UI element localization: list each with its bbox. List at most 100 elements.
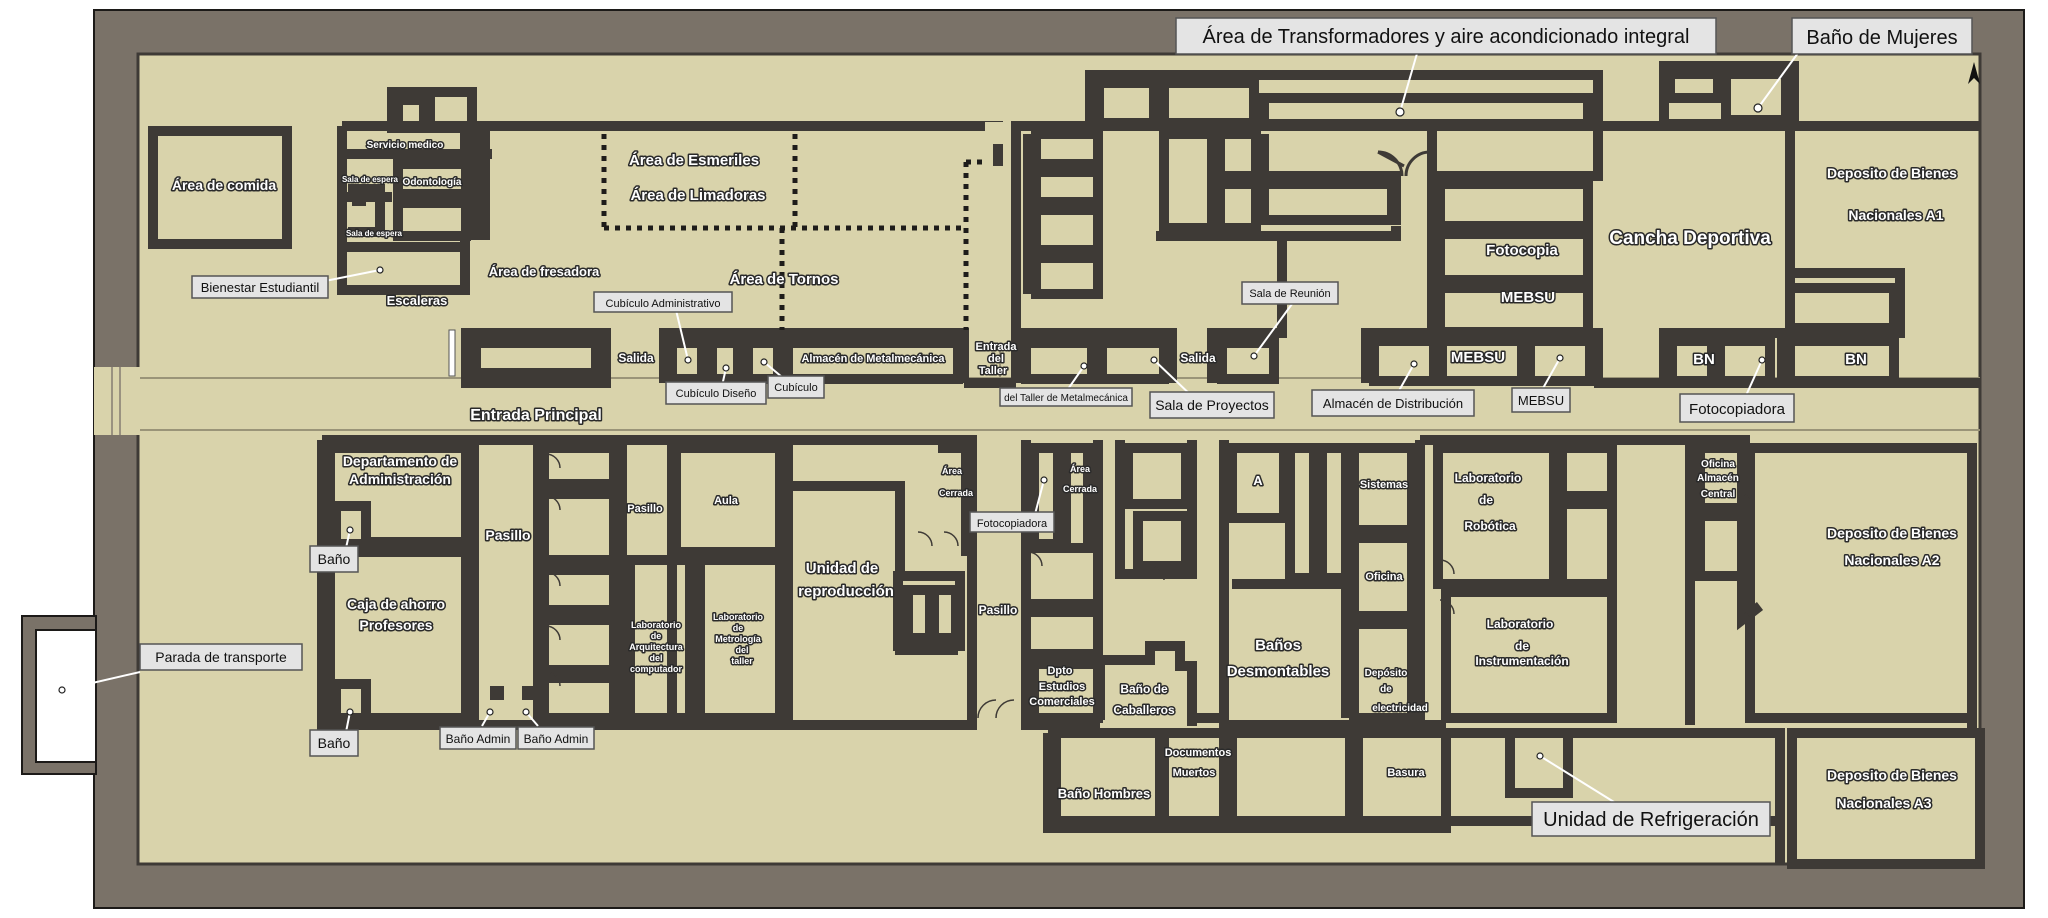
- label-banos-desm-2: Desmontables: [1227, 663, 1330, 680]
- label-lab-arq-3: Arquitectura: [629, 642, 684, 652]
- label-lab-arq-2: de: [651, 631, 662, 641]
- tag-mebsu: MEBSU: [1511, 387, 1571, 413]
- label-deposito-elec-2: de: [1380, 684, 1392, 695]
- north-block-walls: [148, 61, 1980, 388]
- label-mebsu-2: MEBSU: [1451, 349, 1505, 366]
- label-lab-met-2: de: [733, 623, 744, 633]
- label-deposito-a1-1: Deposito de Bienes: [1827, 165, 1957, 181]
- room-labels: Área de comida Servicio medico Sala de e…: [170, 139, 1958, 813]
- label-depto-admin-2: Administración: [349, 471, 451, 487]
- label-salida-1: Salida: [618, 351, 654, 365]
- tag-transformadores: Área de Transformadores y aire acondicio…: [1175, 17, 1717, 55]
- svg-text:Área de Transformadores y aire: Área de Transformadores y aire acondicio…: [1203, 25, 1690, 48]
- tag-parada: Parada de transporte: [139, 643, 303, 671]
- label-pasillo-3: Pasillo: [979, 603, 1018, 617]
- tag-cubiculo: Cubículo: [767, 375, 825, 399]
- svg-text:Bienestar Estudiantil: Bienestar Estudiantil: [201, 280, 320, 295]
- label-almacen-metalmecanica: Almacén de Metalmecánica: [801, 353, 945, 365]
- label-lab-inst-1: Laboratorio: [1487, 617, 1554, 631]
- tag-del-taller: del Taller de Metalmecánica: [999, 387, 1133, 407]
- svg-text:Unidad de Refrigeración: Unidad de Refrigeración: [1543, 809, 1759, 831]
- svg-text:del Taller de Metalmecánica: del Taller de Metalmecánica: [1004, 393, 1128, 404]
- south-block-walls: [317, 435, 1985, 869]
- label-area-limadoras: Área de Limadoras: [630, 187, 765, 204]
- label-area-cerrada-1b: Cerrada: [939, 488, 974, 498]
- label-lab-arq-4: del: [649, 653, 662, 663]
- label-entrada-taller-3: Taller: [979, 365, 1008, 377]
- svg-text:Fotocopiadora: Fotocopiadora: [977, 518, 1048, 530]
- label-area-cerrada-2b: Cerrada: [1063, 484, 1098, 494]
- label-lab-rob-1: Laboratorio: [1455, 471, 1522, 485]
- label-escaleras: Escaleras: [387, 293, 448, 308]
- label-entrada-taller-1: Entrada: [976, 341, 1018, 353]
- label-depto-admin-1: Departamento de: [343, 453, 458, 469]
- svg-text:Baño Admin: Baño Admin: [524, 732, 589, 746]
- label-deposito-a3-1: Deposito de Bienes: [1827, 767, 1957, 783]
- label-banos-desm-1: Baños: [1255, 637, 1301, 654]
- tag-sala-reunion: Sala de Reunión: [1241, 281, 1339, 305]
- svg-text:Baño de Mujeres: Baño de Mujeres: [1806, 27, 1957, 49]
- label-deposito-a3-2: Nacionales A3: [1836, 795, 1931, 811]
- callout-tags: Área de Transformadores y aire acondicio…: [139, 17, 1973, 837]
- label-area-fresadora: Área de fresadora: [489, 264, 600, 279]
- label-lab-inst-2: de: [1515, 639, 1529, 653]
- label-unidad-rep-1: Unidad de: [806, 560, 879, 577]
- tag-cubiculo-diseno: Cubículo Diseño: [665, 381, 767, 405]
- label-lab-arq-5: computador: [630, 664, 682, 674]
- label-lab-met-3: Metrología: [715, 634, 761, 644]
- label-caja-2: Profesores: [359, 617, 432, 633]
- svg-text:Parada de transporte: Parada de transporte: [155, 649, 287, 665]
- tag-bano-admin-1: Baño Admin: [439, 726, 517, 750]
- label-fotocopia: Fotocopia: [1486, 242, 1558, 259]
- svg-text:Almacén de Distribución: Almacén de Distribución: [1323, 396, 1463, 411]
- tag-sala-proyectos: Sala de Proyectos: [1149, 391, 1275, 419]
- tag-refrigeracion: Unidad de Refrigeración: [1531, 801, 1771, 837]
- label-deposito-a2-1: Deposito de Bienes: [1827, 525, 1957, 541]
- label-sala-espera-1: Sala de espera: [342, 175, 399, 184]
- svg-text:Baño: Baño: [318, 735, 351, 751]
- label-bano-caballeros-1: Baño de: [1120, 682, 1168, 696]
- label-mebsu-1: MEBSU: [1501, 289, 1555, 306]
- label-sala-espera-2: Sala de espera: [346, 229, 403, 238]
- label-bano-caballeros-2: Caballeros: [1113, 703, 1175, 717]
- label-lab-met-1: Laboratorio: [713, 612, 764, 622]
- label-lab-met-5: taller: [731, 656, 753, 666]
- tag-bano-admin-2: Baño Admin: [517, 726, 595, 750]
- label-deposito-a1-2: Nacionales A1: [1848, 207, 1943, 223]
- door-swings: [545, 453, 1755, 719]
- label-deposito-elec-3: electricidad: [1372, 703, 1428, 714]
- svg-text:Cubículo: Cubículo: [774, 382, 817, 394]
- label-cancha: Cancha Deportiva: [1609, 228, 1771, 249]
- svg-text:Baño Admin: Baño Admin: [446, 732, 511, 746]
- label-entrada-principal: Entrada Principal: [470, 407, 602, 424]
- label-salida-2: Salida: [1180, 351, 1216, 365]
- label-dpto-estudios-3: Comerciales: [1029, 696, 1094, 708]
- label-oficina-almacen-3: Central: [1701, 489, 1736, 500]
- label-servicio-medico: Servicio medico: [367, 140, 444, 151]
- svg-text:Cubículo Administrativo: Cubículo Administrativo: [606, 298, 721, 310]
- tag-almacen-dist: Almacén de Distribución: [1311, 389, 1475, 417]
- label-dpto-estudios-1: Dpto: [1047, 665, 1072, 677]
- tag-bano-mujeres: Baño de Mujeres: [1791, 17, 1973, 55]
- label-area-cerrada-1a: Área: [942, 466, 963, 476]
- label-bn-2: BN: [1845, 351, 1867, 368]
- label-lab-inst-3: Instrumentación: [1475, 654, 1568, 668]
- label-oficina-almacen-2: Almacén: [1697, 473, 1739, 484]
- label-area-tornos: Área de Tornos: [730, 271, 839, 288]
- label-oficina-almacen-1: Oficina: [1701, 459, 1735, 470]
- label-lab-met-4: del: [735, 645, 748, 655]
- label-bano-hombres: Baño Hombres: [1058, 786, 1150, 801]
- label-caja-1: Caja de ahorro: [347, 596, 445, 612]
- label-lab-rob-2: de: [1479, 493, 1493, 507]
- label-a-room: A: [1253, 473, 1263, 488]
- svg-text:Cubículo Diseño: Cubículo Diseño: [676, 388, 757, 400]
- tag-fotocopiadora-1: Fotocopiadora: [1679, 393, 1795, 423]
- tag-cubiculo-admin: Cubículo Administrativo: [593, 291, 733, 313]
- label-lab-arq-1: Laboratorio: [631, 620, 682, 630]
- label-bn-1: BN: [1693, 351, 1715, 368]
- tag-bienestar: Bienestar Estudiantil: [191, 275, 329, 299]
- svg-text:Baño: Baño: [318, 551, 351, 567]
- label-sistemas: Sistemas: [1360, 479, 1408, 491]
- svg-text:Sala de Proyectos: Sala de Proyectos: [1155, 397, 1269, 413]
